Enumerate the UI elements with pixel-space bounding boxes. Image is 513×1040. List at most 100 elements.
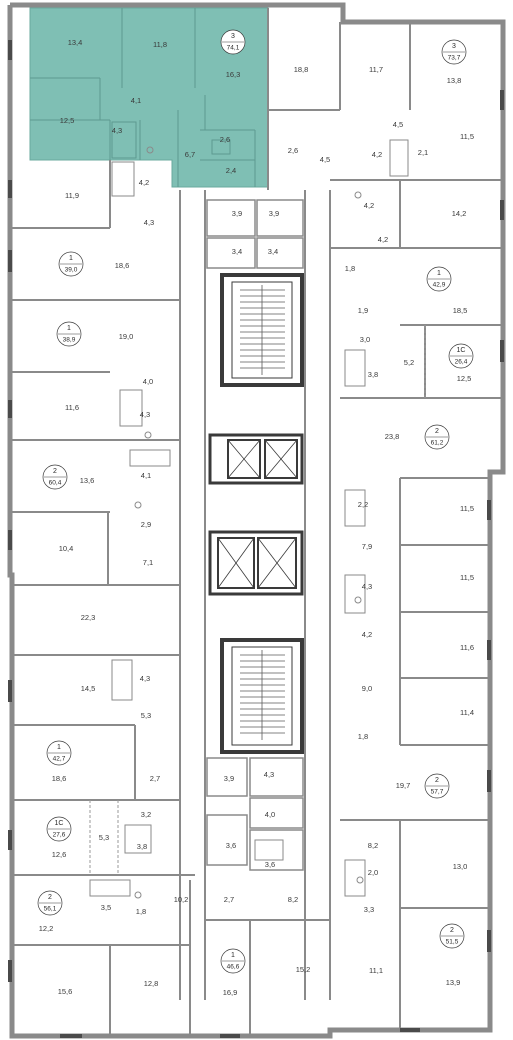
apartment-rooms: 1 (67, 325, 71, 332)
room-area: 11,1 (369, 966, 383, 975)
apartment-area: 42,9 (433, 282, 446, 289)
apartment-badge[interactable]: 2 61,2 (424, 424, 450, 450)
room-area: 2,1 (418, 148, 428, 157)
room-area: 12,5 (60, 116, 75, 125)
apartment-badge[interactable]: 1С 27,6 (46, 816, 72, 842)
room-area: 4,2 (372, 150, 382, 159)
apartment-area: 61,2 (431, 440, 444, 447)
room-area: 11,8 (153, 40, 167, 49)
interior-walls (12, 8, 503, 1036)
room-area: 4,1 (131, 96, 141, 105)
room-area: 11,6 (65, 403, 79, 412)
room-area: 2,6 (288, 146, 298, 155)
room-area: 3,8 (368, 370, 378, 379)
apartment-badge[interactable]: 2 57,7 (424, 773, 450, 799)
apartment-rooms: 1 (437, 270, 441, 277)
room-area: 16,3 (226, 70, 241, 79)
apartment-rooms: 2 (435, 777, 439, 784)
room-area: 2,7 (150, 774, 160, 783)
apartment-rooms: 3 (231, 33, 235, 40)
room-area: 4,2 (364, 201, 374, 210)
room-area: 18,5 (453, 306, 468, 315)
room-area: 3,4 (232, 247, 242, 256)
apartment-badge[interactable]: 1 39,0 (58, 251, 84, 277)
apartment-badge[interactable]: 3 73,7 (441, 39, 467, 65)
room-area: 15,6 (58, 987, 73, 996)
apartment-area: 56,1 (44, 906, 57, 913)
room-area: 10,4 (59, 544, 74, 553)
apartment-badge[interactable]: 2 60,4 (42, 464, 68, 490)
apartment-badge[interactable]: 1 46,6 (220, 948, 246, 974)
room-area: 4,0 (265, 810, 275, 819)
elevator-block-2 (208, 530, 304, 596)
room-area: 11,9 (65, 191, 79, 200)
room-area: 11,6 (460, 643, 474, 652)
apartment-rooms: 2 (48, 894, 52, 901)
room-area: 18,6 (115, 261, 130, 270)
room-area: 19,0 (119, 332, 134, 341)
room-area: 4,3 (140, 410, 150, 419)
room-area: 2,0 (368, 868, 378, 877)
stair-core-top (220, 273, 304, 387)
corridor-utility-rooms (206, 199, 304, 871)
room-area: 16,9 (223, 988, 238, 997)
dashed-partitions (89, 325, 426, 875)
room-area: 3,9 (224, 774, 234, 783)
apartment-badge[interactable]: 1 42,9 (426, 266, 452, 292)
room-area: 12,5 (457, 374, 472, 383)
room-area: 9,0 (362, 684, 372, 693)
room-area: 1,9 (358, 306, 368, 315)
room-area: 5,2 (404, 358, 414, 367)
room-area: 2,4 (226, 166, 236, 175)
room-area: 2,7 (224, 895, 234, 904)
room-area: 12,6 (52, 850, 67, 859)
room-area: 4,2 (362, 630, 372, 639)
room-area: 13,6 (80, 476, 95, 485)
apartment-badge[interactable]: 3 74,1 (220, 29, 246, 55)
apartment-badge[interactable]: 1 42,7 (46, 740, 72, 766)
apartment-rooms: 2 (53, 468, 57, 475)
apartment-rooms: 2 (450, 927, 454, 934)
room-area: 13,4 (68, 38, 83, 47)
room-area: 4,1 (141, 471, 151, 480)
apartment-badge[interactable]: 2 56,1 (37, 890, 63, 916)
apartment-rooms: 1С (55, 820, 64, 827)
room-area: 3,5 (101, 903, 111, 912)
room-area: 10,2 (174, 895, 189, 904)
stair-core-bottom (220, 638, 304, 754)
apartment-area: 51,5 (446, 939, 459, 946)
apartment-badge[interactable]: 1 38,9 (56, 321, 82, 347)
room-area: 6,7 (185, 150, 195, 159)
room-area: 2,6 (220, 135, 230, 144)
room-area: 11,5 (460, 132, 474, 141)
room-area: 15,2 (296, 965, 311, 974)
room-area: 4,5 (393, 120, 403, 129)
window-accents (8, 40, 504, 1038)
highlighted-apartment[interactable] (29, 7, 269, 188)
room-area: 2,9 (141, 520, 151, 529)
apartment-area: 57,7 (431, 789, 444, 796)
room-area: 22,3 (81, 613, 96, 622)
room-area: 1,8 (345, 264, 355, 273)
apartment-rooms: 1 (231, 952, 235, 959)
apartment-area: 26,4 (455, 359, 468, 366)
apartment-badges: 3 74,1 3 73,7 1 39,0 1 42,9 1 38,9 (37, 29, 474, 974)
room-area: 8,2 (368, 841, 378, 850)
room-area: 4,2 (378, 235, 388, 244)
room-area: 3,6 (226, 841, 236, 850)
elevator-block-1 (208, 433, 304, 485)
room-area: 4,3 (264, 770, 274, 779)
apartment-badge[interactable]: 2 51,5 (439, 923, 465, 949)
room-area: 1,8 (358, 732, 368, 741)
apartment-badge[interactable]: 1С 26,4 (448, 343, 474, 369)
apartment-area: 74,1 (227, 45, 240, 52)
room-area: 4,2 (139, 178, 149, 187)
building-outline (7, 2, 506, 1039)
apartment-area: 42,7 (53, 756, 66, 763)
apartment-area: 46,6 (227, 964, 240, 971)
room-area: 3,3 (364, 905, 374, 914)
room-area: 3,8 (137, 842, 147, 851)
room-area: 4,3 (140, 674, 150, 683)
